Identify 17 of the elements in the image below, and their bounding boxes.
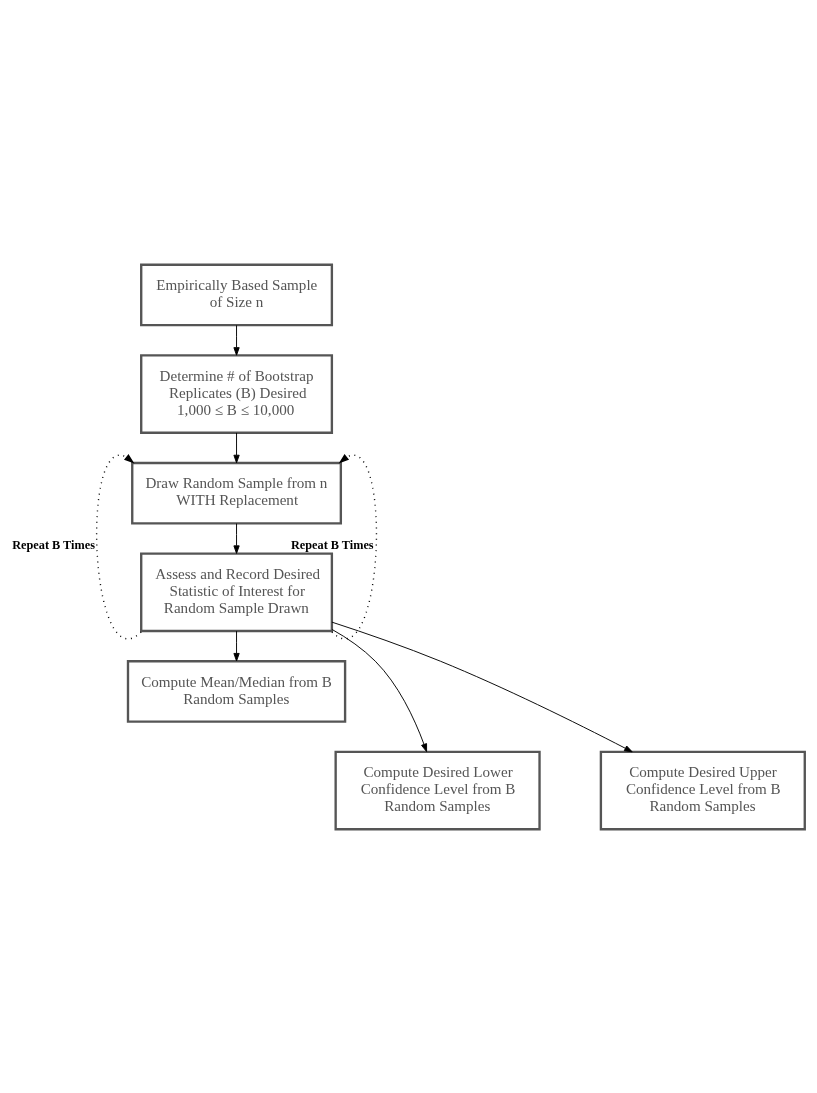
arrow — [233, 324, 240, 356]
node-box: Compute Mean/Median from B Random Samples — [126, 659, 347, 723]
edge-label: Repeat B Times — [290, 537, 374, 552]
arrow — [233, 431, 240, 463]
arrow — [331, 453, 378, 639]
node-box: Assess and Record Desired Statistic of Interest for Random Sample Drawn — [140, 551, 334, 632]
node-box: Compute Desired Lower Confidence Level from B Random Samples — [334, 750, 541, 830]
arrow — [331, 628, 428, 752]
node-box: Compute Desired Upper Confidence Level from B Random Samples — [599, 750, 806, 830]
node-box: Draw Random Sample from n WITH Replacement — [131, 461, 343, 525]
arrow — [96, 453, 142, 639]
node-box: Determine # of Bootstrap Replicates (B) Desired 1,000 ≤ B ≤ 10,000 — [140, 353, 334, 434]
arrow — [233, 630, 240, 661]
node-box: Empirically Based Sample of Size n — [140, 263, 334, 326]
edge-label: Repeat B Times — [12, 537, 95, 552]
arrow — [331, 621, 633, 752]
arrow — [233, 522, 240, 554]
